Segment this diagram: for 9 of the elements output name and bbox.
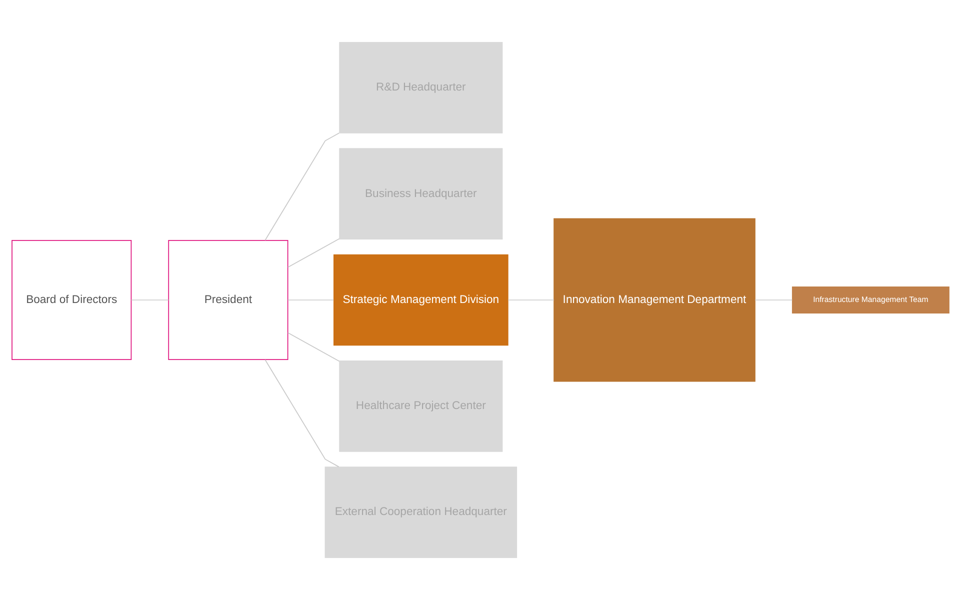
connector	[264, 132, 340, 241]
node-box: Innovation Management Department	[554, 218, 756, 382]
connector	[288, 238, 340, 268]
node-box: Board of Directors	[12, 240, 132, 360]
connector	[264, 359, 340, 468]
connector	[288, 332, 340, 362]
node-box: Strategic Management Division	[333, 254, 508, 346]
node-box: President	[168, 240, 288, 360]
node-box: Infrastructure Management Team	[792, 286, 950, 314]
